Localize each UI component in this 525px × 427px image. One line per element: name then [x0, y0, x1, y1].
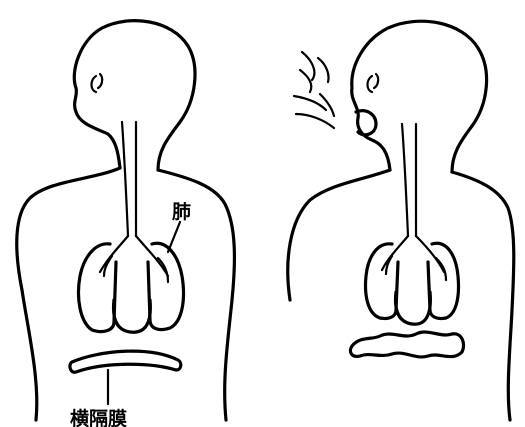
right-torso-right-side: [452, 172, 514, 420]
right-torso-left-side: [288, 170, 390, 300]
left-heart: [114, 300, 151, 332]
left-torso-left-side: [17, 168, 120, 420]
right-heart: [396, 292, 431, 324]
lung-pointer-line: [168, 222, 180, 252]
left-torso-right-side: [158, 170, 234, 420]
lung-label: 肺: [172, 201, 191, 223]
right-diaphragm: [350, 332, 463, 357]
right-ear: [368, 74, 379, 92]
right-trachea: [402, 124, 416, 236]
left-ear: [92, 74, 103, 92]
left-trachea: [122, 122, 136, 236]
diaphragm-label: 横隔膜: [70, 407, 127, 427]
left-head-outline: [74, 21, 195, 170]
left-figure: [17, 21, 235, 420]
breath-strokes: [294, 52, 334, 128]
right-figure: [288, 21, 514, 420]
right-head-outline: [352, 21, 487, 172]
left-diaphragm: [70, 351, 181, 372]
